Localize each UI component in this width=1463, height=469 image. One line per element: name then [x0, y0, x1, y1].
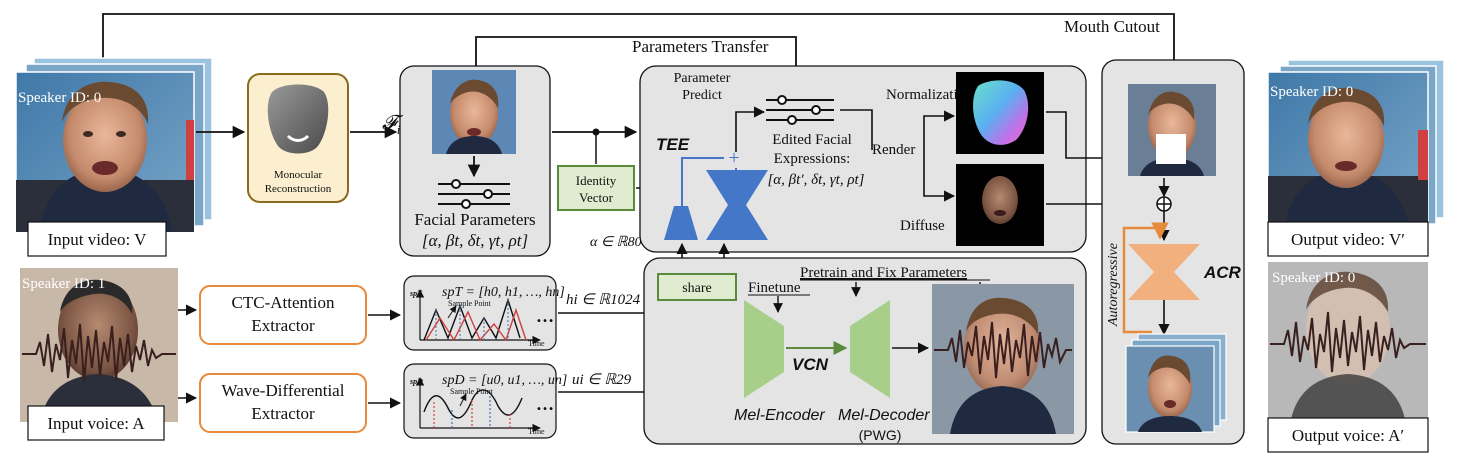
output-voice-caption: Output voice: A′ [1267, 417, 1429, 453]
spD-tag: spD [409, 377, 423, 386]
ctc-attention-extractor-box: CTC-Attention Extractor [199, 285, 367, 345]
svg-text:Input video: V: Input video: V [48, 230, 148, 249]
blue-path-1 [681, 157, 724, 206]
parameter-predict-1: Parameter [674, 71, 731, 86]
h-dim-label: hi ∈ ℝ1024 [566, 292, 641, 308]
mel-decoder-shape [850, 300, 890, 398]
share-box: share [657, 273, 737, 301]
mel-decoder-label: Mel-Decoder [838, 407, 930, 424]
render-label: Render [872, 142, 915, 158]
acr-output-stack [1125, 333, 1227, 433]
speaker-id-voice: Speaker ID: 1 [22, 276, 105, 292]
monocular-reconstruction-box [247, 73, 349, 203]
output-voice-image [1268, 262, 1428, 424]
mel-encoder-shape [744, 300, 784, 398]
output-video-stack [1267, 59, 1445, 231]
finetune-label: Finetune [748, 280, 801, 296]
edited-label-1: Edited Facial [772, 132, 852, 148]
sliders-icon [438, 179, 510, 209]
wave-differential-extractor-box: Wave-Differential Extractor [199, 373, 367, 433]
diffuse-render-image [956, 164, 1044, 246]
u-dim-label: ui ∈ ℝ29 [572, 372, 632, 388]
speaker-id-output-voice: Speaker ID: 0 [1272, 270, 1355, 286]
monocular-label-1: Monocular [274, 169, 323, 181]
facial-params-formula: [α, βt, δt, γt, ρt] [422, 231, 528, 250]
spT-formula: spT = [h0, h1, …, hn] [442, 285, 565, 300]
normalization-label: Normalization [886, 87, 973, 103]
identity-vector-box: Identity Vector [557, 165, 635, 211]
svg-text:Vector: Vector [579, 190, 614, 205]
spD-time: Time [528, 427, 545, 436]
mouth-cutout-line [102, 13, 1181, 86]
predict-arrow [735, 106, 766, 152]
svg-text:CTC-Attention: CTC-Attention [232, 293, 335, 312]
parameters-transfer-label: Parameters Transfer [632, 37, 769, 56]
svg-text:share: share [682, 281, 712, 296]
autoregressive-loop [1122, 222, 1169, 334]
speaker-id-input: Speaker ID: 0 [18, 90, 101, 106]
spD-plot [403, 363, 557, 439]
diffuse-label: Diffuse [900, 218, 945, 234]
tee-label: TEE [656, 135, 690, 154]
combine-symbol [1156, 196, 1172, 212]
output-video-caption: Output video: V′ [1267, 221, 1429, 257]
line-to-render [840, 109, 873, 150]
svg-text:Identity: Identity [576, 173, 617, 188]
arrow-to-normalization [923, 110, 956, 150]
tee-small-encoder [664, 206, 698, 240]
mel-encoder-label: Mel-Encoder [734, 407, 825, 424]
spT-tag: spT [409, 289, 423, 298]
input-video-stack [15, 57, 213, 233]
spD-formula: spD = [u0, u1, …, un] [442, 373, 567, 388]
autoregressive-label: Autoregressive [1106, 243, 1121, 327]
edited-label-2: Expressions: [774, 151, 851, 167]
speaker-id-output: Speaker ID: 0 [1270, 84, 1353, 100]
pwg-label: (PWG) [859, 427, 902, 443]
svg-text:Output video: V′: Output video: V′ [1291, 230, 1405, 249]
facial-parameters-panel [399, 65, 551, 257]
alpha-dim-label: α ∈ ℝ80 [590, 235, 642, 250]
vcn-output-image [932, 284, 1074, 434]
svg-text:Output voice: A′: Output voice: A′ [1292, 426, 1404, 445]
spT-plot [403, 275, 557, 351]
vcn-label: VCN [792, 355, 829, 374]
pretrain-fix-label: Pretrain and Fix Parameters [800, 265, 967, 281]
mouth-cutout-label: Mouth Cutout [1064, 17, 1160, 36]
mouth-cutout-image [1128, 84, 1216, 176]
spD-ellipsis: … [536, 394, 554, 414]
spT-ellipsis: … [536, 306, 554, 326]
edited-formula: [α, βt′, δt, γt, ρt] [767, 172, 864, 188]
arrow-to-diffuse [923, 150, 956, 202]
spT-sample-point: Sample Point [448, 299, 492, 308]
svg-text:Input voice: A: Input voice: A [47, 414, 145, 433]
edited-sliders-icon [766, 95, 834, 125]
input-voice-caption: Input voice: A [27, 405, 165, 441]
facial-parameters-label: Facial Parameters [414, 210, 535, 229]
input-video-caption: Input video: V [27, 221, 167, 257]
svg-text:Extractor: Extractor [251, 404, 315, 423]
spT-time: Time [528, 339, 545, 348]
svg-text:Extractor: Extractor [251, 316, 315, 335]
svg-text:Wave-Differential: Wave-Differential [222, 381, 345, 400]
tee-autoencoder [706, 170, 768, 240]
acr-network [1128, 244, 1200, 300]
monocular-label-2: Reconstruction [265, 183, 332, 195]
plus-sign: + [728, 147, 739, 169]
normalization-map-image [956, 72, 1044, 154]
spD-sample-point: Sample Point [450, 387, 494, 396]
acr-label: ACR [1203, 263, 1242, 282]
parameter-predict-2: Predict [682, 88, 722, 103]
